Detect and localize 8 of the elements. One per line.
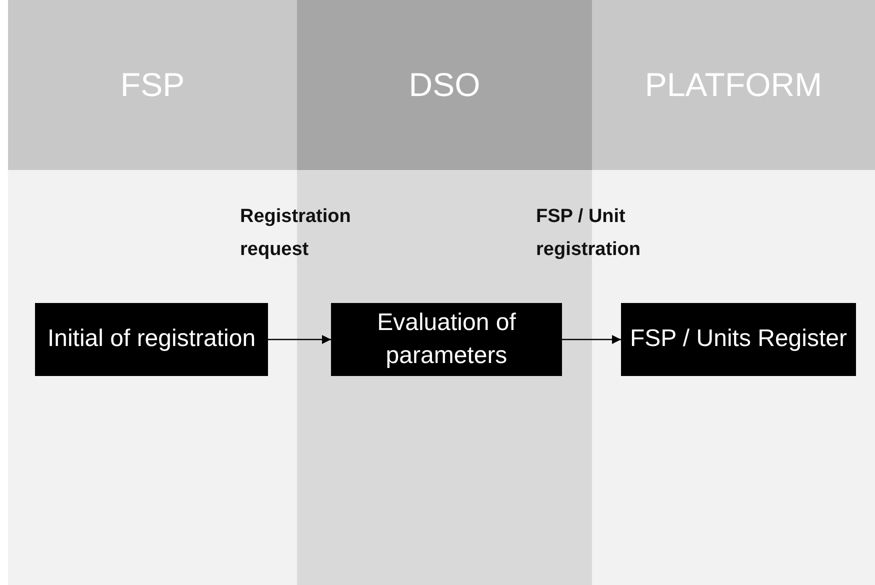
- process-box: Evaluation of parameters: [331, 303, 562, 376]
- process-box: FSP / Units Register: [621, 303, 856, 376]
- edge-label: Registration request: [240, 205, 352, 262]
- arrow: [562, 335, 621, 344]
- lane-header: DSO: [297, 0, 592, 170]
- arrow: [268, 335, 331, 344]
- process-box: Initial of registration: [35, 303, 268, 376]
- edge-label: FSP / Unit registration: [536, 205, 642, 262]
